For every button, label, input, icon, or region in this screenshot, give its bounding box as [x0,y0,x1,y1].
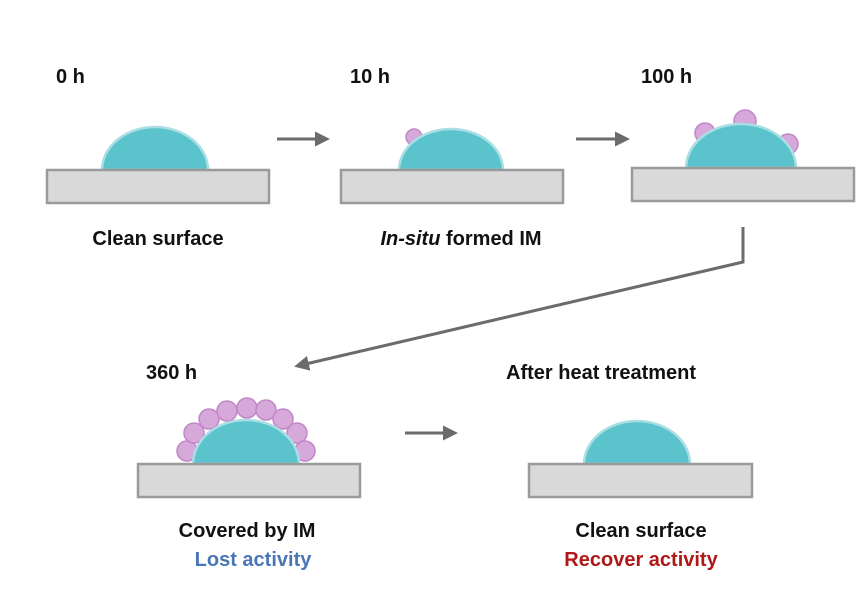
stage-heat-particle [582,419,692,466]
title-after-heat: After heat treatment [506,362,697,384]
stage-10h-illustration [339,127,565,205]
stage-360h-illustration [136,397,362,499]
caption-heat-line1: Clean surface [575,520,707,542]
time-label-100h: 100 h [641,66,693,88]
time-label-360h: 360 h [146,362,198,384]
time-label-10h: 10 h [350,66,391,88]
im-particle [216,400,238,422]
stage-10h-particle [397,127,505,172]
im-particle [236,397,258,419]
im-particle [255,399,277,421]
stage-0h-substrate [45,168,271,205]
stage-100h-particle [684,122,798,170]
status-lost-activity: Lost activity [194,549,312,571]
im-particle [286,422,308,444]
im-particle [272,408,294,430]
caption-10h-rest: formed IM [440,228,542,250]
stage-10h-substrate [339,168,565,205]
caption-360h-line1: Covered by IM [178,520,316,542]
caption-10h-italic: In-situ [380,228,441,250]
caption-0h: Clean surface [92,228,224,250]
time-label-0h: 0 h [56,66,85,88]
stage-0h-particle [100,125,210,172]
im-particle [183,422,205,444]
stage-360h-substrate [136,462,362,499]
stage-100h-substrate [630,166,856,203]
arrow-100h-to-360h [294,227,745,371]
im-particle [198,408,220,430]
stage-heat-illustration [527,419,754,499]
status-recover-activity: Recover activity [564,549,718,571]
caption-10h: In-situ formed IM [380,228,541,251]
stage-360h-particle [191,418,301,466]
stage-heat-substrate [527,462,754,499]
stage-0h-illustration [45,125,271,205]
stage-100h-illustration [630,109,856,203]
